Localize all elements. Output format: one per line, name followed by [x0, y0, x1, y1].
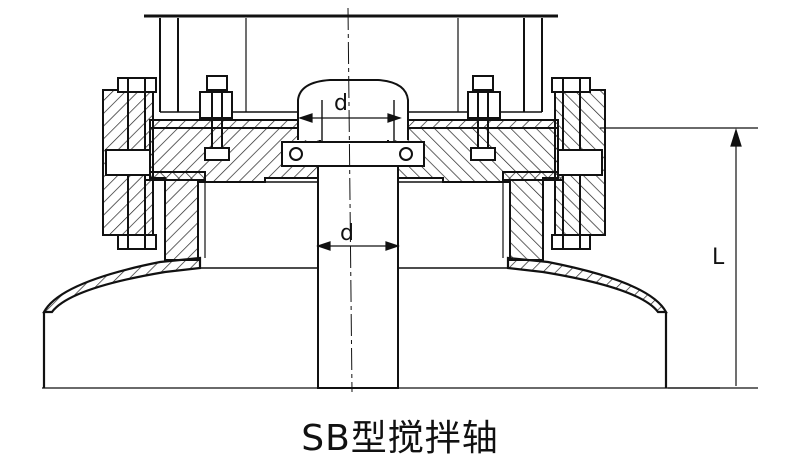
sb-agitator-shaft-drawing: d d L: [42, 7, 758, 393]
agitator-shaft: [317, 165, 399, 389]
dished-head-right: [506, 256, 668, 314]
dimension-lower-d: d: [316, 221, 400, 251]
dished-head-left: [42, 256, 202, 314]
dimension-length-L: L: [600, 127, 758, 389]
left-side-bolt-stack: [102, 77, 157, 250]
shaft-coupling: [281, 79, 425, 389]
dimension-upper-d: d: [298, 91, 402, 123]
center-line: [347, 7, 353, 393]
lower-d-label: d: [340, 221, 354, 246]
length-L-label: L: [712, 245, 725, 270]
right-side-bolt-stack: [551, 77, 606, 250]
upper-d-label: d: [334, 91, 348, 116]
inner-bolts: [199, 75, 501, 161]
figure-caption: SB型搅拌轴: [301, 418, 499, 459]
